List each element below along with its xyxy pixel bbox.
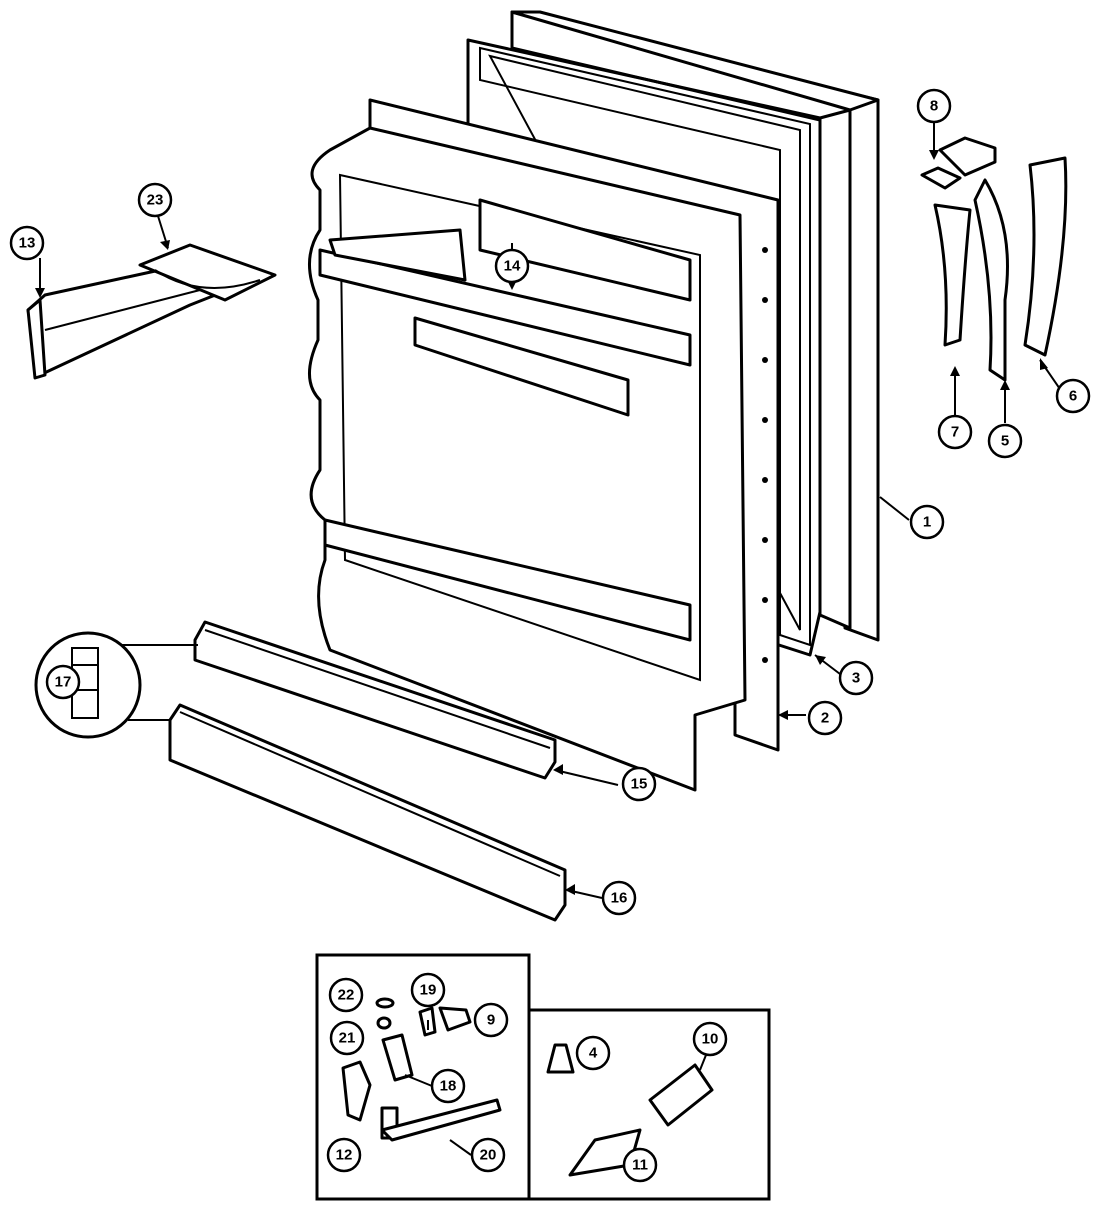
- shelf-bar-15: [193, 620, 557, 780]
- callout-16: 16: [601, 880, 637, 916]
- callout-2: 2: [807, 700, 843, 736]
- handle-hardware: [920, 136, 1068, 382]
- callout-6: 6: [1055, 378, 1091, 414]
- hinge-kit-box: [315, 953, 531, 1201]
- callout-10: 10: [692, 1021, 728, 1057]
- callout-label-14: 14: [504, 258, 521, 275]
- callout-label-7: 7: [951, 424, 959, 441]
- callout-label-11: 11: [632, 1157, 648, 1174]
- callout-7: 7: [937, 414, 973, 450]
- callout-label-19: 19: [420, 982, 437, 999]
- callout-label-5: 5: [1001, 433, 1009, 450]
- shelf-bar-16: [168, 703, 567, 922]
- callout-15: 15: [621, 766, 657, 802]
- callout-label-15: 15: [631, 776, 648, 793]
- callout-label-4: 4: [589, 1045, 598, 1062]
- callout-5: 5: [987, 423, 1023, 459]
- callout-label-22: 22: [338, 987, 355, 1004]
- callout-4: 4: [575, 1035, 611, 1071]
- outer-door-panel: [510, 10, 880, 642]
- callout-label-17: 17: [55, 674, 72, 691]
- callout-label-13: 13: [19, 235, 36, 252]
- callout-label-21: 21: [339, 1030, 356, 1047]
- callout-label-2: 2: [821, 710, 829, 727]
- callout-label-16: 16: [611, 890, 628, 907]
- callout-3: 3: [838, 660, 874, 696]
- callout-21: 21: [329, 1020, 365, 1056]
- misc-parts-box: [527, 1008, 771, 1201]
- callout-12: 12: [326, 1137, 362, 1173]
- callout-label-20: 20: [480, 1147, 497, 1164]
- callout-label-12: 12: [336, 1147, 353, 1164]
- callout-label-8: 8: [930, 98, 938, 115]
- callout-label-18: 18: [440, 1078, 457, 1095]
- callout-label-3: 3: [852, 670, 860, 687]
- inner-door-liner: [308, 126, 747, 792]
- callout-14: 14: [494, 248, 530, 284]
- callout-13: 13: [9, 225, 45, 261]
- callout-22: 22: [328, 977, 364, 1013]
- callout-label-23: 23: [147, 192, 164, 209]
- callout-label-9: 9: [487, 1012, 495, 1029]
- callout-23: 23: [137, 182, 173, 218]
- callout-label-10: 10: [702, 1031, 719, 1048]
- callout-1: 1: [909, 504, 945, 540]
- callout-label-1: 1: [923, 514, 931, 531]
- callout-8: 8: [916, 88, 952, 124]
- callout-label-6: 6: [1069, 388, 1077, 405]
- callout-20: 20: [470, 1137, 506, 1173]
- callout-9: 9: [473, 1002, 509, 1038]
- callout-11: 11: [622, 1147, 658, 1183]
- dairy-bin: [138, 243, 277, 302]
- callout-18: 18: [430, 1068, 466, 1104]
- callout-19: 19: [410, 972, 446, 1008]
- leader-lines: [35, 120, 1063, 1156]
- callout-17: 17: [45, 664, 81, 700]
